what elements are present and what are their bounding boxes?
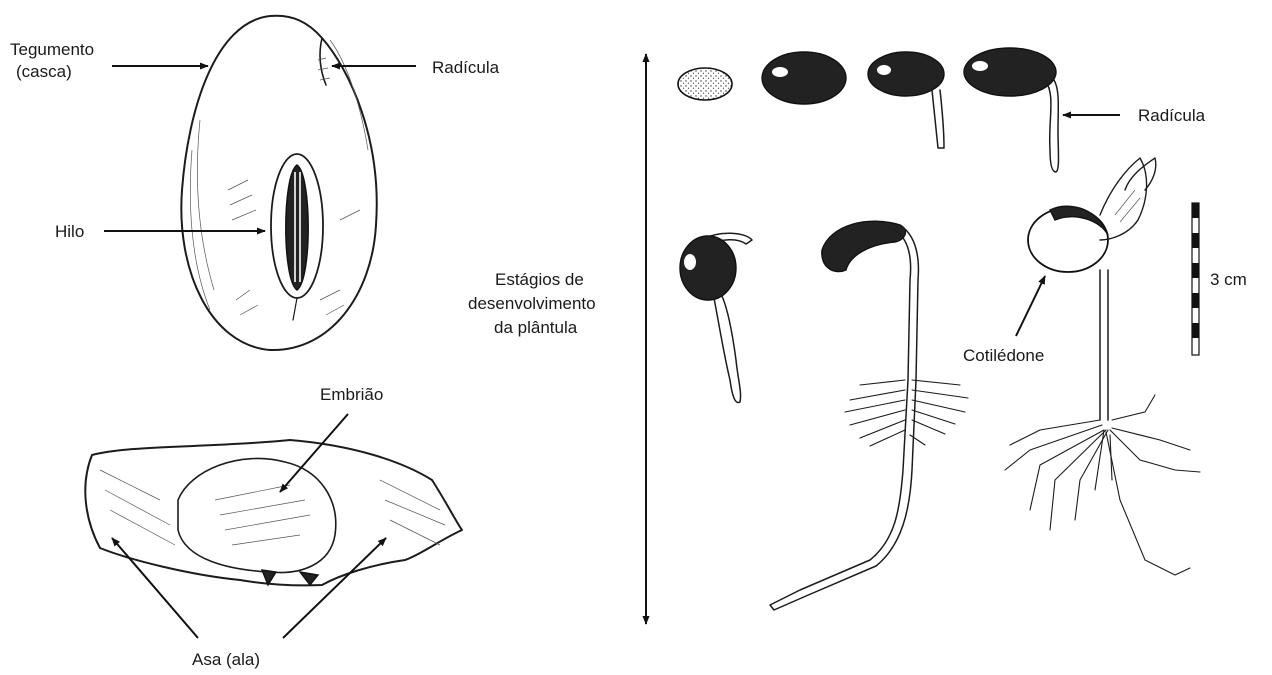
- arrow-embriao: [280, 414, 348, 492]
- stage-7-seedling: [1005, 158, 1200, 575]
- winged-seed-illustration: [85, 440, 462, 585]
- label-estagios-line3: da plântula: [494, 318, 578, 337]
- stage-5-seedling: [680, 233, 752, 402]
- label-scale: 3 cm: [1210, 270, 1247, 289]
- stage-3-seed: [868, 52, 944, 148]
- arrow-cotiledone: [1016, 276, 1045, 336]
- label-estagios-line2: desenvolvimento: [468, 294, 596, 313]
- label-hilo: Hilo: [55, 222, 84, 241]
- stage-1-seed: [678, 68, 732, 100]
- embryo: [178, 458, 336, 572]
- arrow-asa-left: [112, 538, 198, 638]
- label-radicula-seed: Radícula: [432, 58, 500, 77]
- stage-2-seed: [762, 52, 846, 104]
- label-cotiledone: Cotilédone: [963, 346, 1044, 365]
- stage-6-seedling: [770, 221, 968, 610]
- label-estagios-line1: Estágios de: [495, 270, 584, 289]
- label-radicula-stages: Radícula: [1138, 106, 1206, 125]
- stage-4-seed: [964, 48, 1059, 172]
- arrow-asa-right: [283, 538, 386, 638]
- label-tegumento-line1: Tegumento: [10, 40, 94, 59]
- label-tegumento-line2: (casca): [16, 62, 72, 81]
- label-embriao: Embrião: [320, 385, 383, 404]
- scale-bar: [1192, 203, 1199, 355]
- label-asa: Asa (ala): [192, 650, 260, 669]
- hilum: [271, 154, 323, 320]
